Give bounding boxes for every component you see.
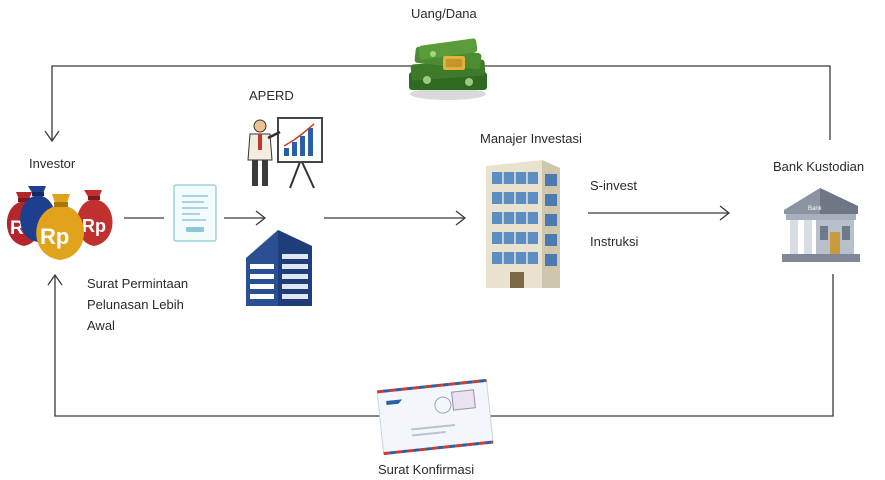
bank-icon: Bank — [782, 188, 860, 262]
manajer-investasi-label: Manajer Investasi — [480, 131, 582, 146]
surat-permintaan-line1: Surat Permintaan — [87, 276, 189, 291]
svg-text:Bank: Bank — [808, 206, 823, 212]
aperd-label: APERD — [249, 88, 294, 103]
skyscraper-icon — [486, 160, 560, 288]
bank-kustodian-label: Bank Kustodian — [773, 159, 865, 174]
top-flow-arrowhead — [44, 130, 60, 143]
office-building-icon — [246, 230, 312, 306]
aperd-to-manajer-arrowhead — [455, 210, 467, 226]
money-stack-icon — [409, 38, 487, 100]
investor-money-bags-icon: R Rp Rp — [6, 186, 113, 260]
document-to-aperd-arrowhead — [255, 210, 267, 226]
presenter-chart-icon — [247, 117, 323, 189]
surat-konfirmasi-label: Surat Konfirmasi — [378, 462, 475, 477]
bottom-flow-arrowhead — [47, 273, 63, 286]
surat-permintaan-line3: Awal — [87, 318, 115, 333]
envelope-icon — [376, 378, 494, 456]
uang-dana-label: Uang/Dana — [411, 6, 477, 21]
bag-right-text: Rp — [82, 216, 106, 236]
bag-center-text: Rp — [40, 224, 69, 249]
investor-label: Investor — [29, 156, 76, 171]
manajer-to-bank-arrowhead — [719, 205, 731, 221]
svg-text:R: R — [10, 218, 24, 239]
surat-permintaan-line2: Pelunasan Lebih — [87, 297, 184, 312]
s-invest-label: S-invest — [590, 178, 637, 193]
instruksi-label: Instruksi — [590, 234, 639, 249]
document-icon — [173, 184, 217, 242]
